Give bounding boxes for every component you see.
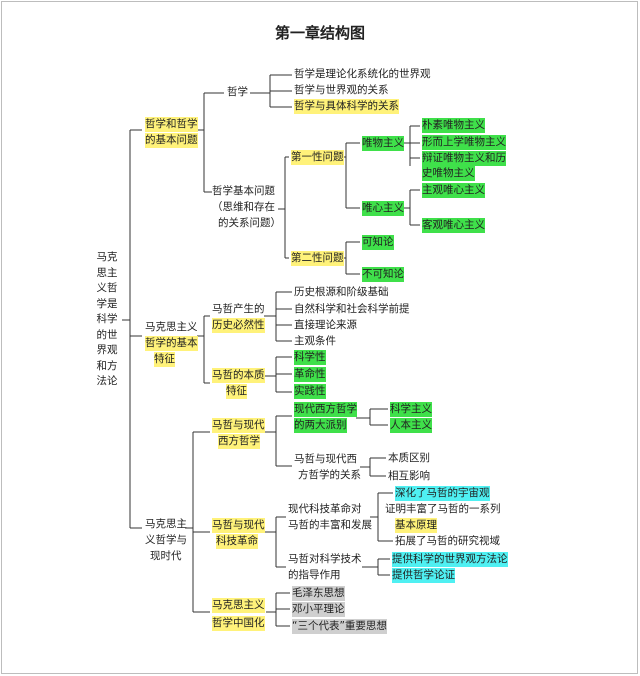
node-zhexue: 哲学: [227, 86, 248, 98]
diagram-title: 第一章结构图: [274, 24, 365, 42]
node-china-line1: 马克思主义: [212, 598, 265, 613]
leaf-birth-3: 直接理论来源: [294, 319, 357, 331]
leaf-relation-1: 本质区别: [388, 452, 430, 464]
node-b1-line1: 哲学和哲学: [145, 117, 198, 132]
leaf-essence-2: 革命性: [294, 367, 326, 382]
leaf-wuzhi-1: 朴素唯物主义: [422, 118, 485, 133]
node-west-line2: 西方哲学: [218, 434, 260, 449]
leaf-essence-3: 实践性: [294, 384, 326, 399]
leaf-second-1: 可知论: [362, 235, 394, 250]
node-first: 第一性问题: [291, 150, 344, 165]
leaf-guide-1: 提供科学的世界观方法论: [392, 552, 508, 567]
node-enrich-line1: 现代科技革命对: [288, 503, 362, 515]
leaf-modern-1: 科学主义: [390, 402, 432, 417]
leaf-guide-2: 提供哲学论证: [392, 568, 455, 583]
leaf-enrich-2: 证明丰富了马哲的一系列: [385, 503, 501, 515]
leaf-wuzhi-4: 史唯物主义: [422, 166, 475, 181]
node-b1-line2: 的基本问题: [145, 133, 198, 148]
node-guide-line1: 马哲对科学技术: [288, 553, 362, 565]
node-basic-line1: 哲学基本问题: [212, 185, 275, 197]
root-node: 马克思主义哲学是科学的世界观和方法论: [96, 251, 118, 387]
leaf-zhexue-1: 哲学是理论化系统化的世界观: [294, 68, 431, 80]
node-enrich-line2: 马哲的丰富和发展: [288, 519, 372, 531]
node-tech-line1: 马哲与现代: [212, 518, 265, 533]
node-weixin: 唯心主义: [362, 201, 404, 216]
leaf-enrich-4: 拓展了马哲的研究视域: [395, 535, 500, 547]
node-west-line1: 马哲与现代: [212, 418, 265, 433]
leaf-birth-1: 历史根源和阶级基础: [294, 286, 389, 298]
leaf-china-2: 邓小平理论: [292, 602, 345, 617]
node-essence-line2: 特征: [226, 384, 247, 399]
node-wuzhi: 唯物主义: [362, 136, 404, 151]
leaf-china-1: 毛泽东思想: [292, 586, 345, 601]
node-birth-line1: 马哲产生的: [212, 303, 265, 315]
leaf-wuzhi-3: 辩证唯物主义和历: [422, 151, 506, 166]
node-birth-line2: 历史必然性: [212, 318, 265, 333]
leaf-china-3: “三个代表”重要思想: [292, 619, 387, 634]
leaf-relation-2: 相互影响: [388, 470, 430, 482]
node-relation-line2: 方哲学的关系: [298, 469, 361, 481]
node-b2-line2: 哲学的基本: [145, 336, 198, 351]
leaf-modern-2: 人本主义: [390, 418, 432, 433]
node-modern-line2: 的两大派别: [294, 418, 347, 433]
leaf-second-2: 不可知论: [362, 267, 404, 282]
leaf-enrich-1: 深化了马哲的宇宙观: [395, 486, 490, 501]
node-second: 第二性问题: [291, 251, 344, 266]
node-tech-line2: 科技革命: [216, 534, 258, 549]
leaf-weixin-1: 主观唯心主义: [422, 183, 485, 198]
node-basic-line3: 的关系问题）: [218, 217, 281, 229]
leaf-essence-1: 科学性: [294, 350, 326, 365]
leaf-weixin-2: 客观唯心主义: [422, 218, 485, 233]
node-b2-line1: 马克思主义: [145, 321, 198, 333]
leaf-wuzhi-2: 形而上学唯物主义: [422, 135, 506, 150]
node-b3-line3: 现时代: [150, 550, 182, 562]
leaf-zhexue-2: 哲学与世界观的关系: [294, 84, 389, 96]
node-guide-line2: 的指导作用: [288, 569, 341, 581]
node-b3-line1: 马克思主: [145, 518, 187, 530]
leaf-birth-2: 自然科学和社会科学前提: [294, 303, 410, 315]
node-modern-line1: 现代西方哲学: [294, 402, 357, 417]
leaf-birth-4: 主观条件: [294, 335, 336, 347]
node-china-line2: 哲学中国化: [212, 616, 265, 631]
node-b2-line3: 特征: [154, 352, 175, 367]
node-relation-line1: 马哲与现代西: [294, 453, 357, 465]
node-essence-line1: 马哲的本质: [212, 368, 265, 383]
leaf-zhexue-3: 哲学与具体科学的关系: [294, 99, 399, 114]
node-basic-line2: （思维和存在: [212, 201, 275, 213]
node-b3-line2: 义哲学与: [145, 534, 187, 546]
leaf-enrich-3: 基本原理: [395, 518, 437, 533]
